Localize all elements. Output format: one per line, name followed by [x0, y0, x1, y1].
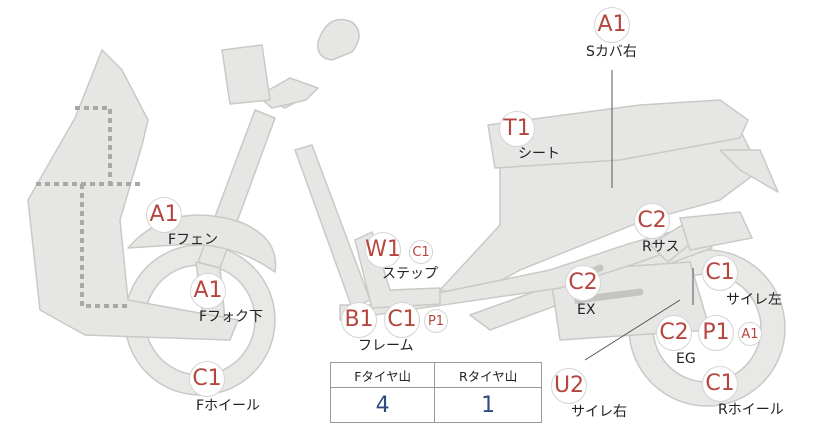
step-label: ステップ — [382, 266, 438, 282]
muffler-left-label: サイレ左 — [726, 292, 782, 308]
seat-label: シート — [518, 146, 560, 162]
rear-tire-header: Rタイヤ山 — [434, 362, 542, 388]
engine-c-badge: C2 — [656, 315, 692, 351]
engine-label: EG — [676, 351, 696, 367]
frame-label: フレーム — [358, 338, 414, 354]
seat-badge: T1 — [499, 111, 535, 147]
r-suspension-label: Rサス — [642, 239, 680, 255]
f-fender-badge: A1 — [146, 197, 182, 233]
f-fork-lower-label: Fフォク下 — [199, 309, 264, 325]
step-badge: W1 — [365, 232, 401, 268]
headlight-shape — [221, 44, 271, 105]
front-tire-value: 4 — [329, 387, 436, 423]
muffler-right-badge: U2 — [551, 368, 587, 404]
r-suspension-badge: C2 — [634, 203, 670, 239]
tire-tread-table: Fタイヤ山 Rタイヤ山 4 1 — [329, 362, 542, 423]
step-sub-badge: C1 — [409, 240, 433, 264]
exhaust-label: EX — [577, 302, 596, 318]
exhaust-badge: C2 — [565, 265, 601, 301]
muffler-left-badge: C1 — [702, 255, 738, 291]
engine-p-badge: P1 — [698, 315, 734, 351]
r-wheel-badge: C1 — [702, 366, 738, 402]
front-tire-header: Fタイヤ山 — [329, 362, 436, 388]
f-wheel-label: Fホイール — [196, 398, 261, 414]
seat-shape — [487, 99, 749, 169]
engine-sub-badge: A1 — [738, 322, 762, 346]
s-cover-right-badge: A1 — [594, 7, 630, 43]
frame-c-badge: C1 — [384, 302, 420, 338]
mirror-shape — [317, 18, 360, 61]
r-wheel-label: Rホイール — [718, 402, 784, 418]
f-wheel-badge: C1 — [189, 361, 225, 397]
frame-sub-badge: P1 — [424, 309, 448, 333]
f-fender-label: Fフェン — [168, 232, 219, 248]
muffler-right-label: サイレ右 — [571, 404, 627, 420]
rear-tire-value: 1 — [434, 387, 542, 423]
f-fork-lower-badge: A1 — [190, 273, 226, 309]
frame-b-badge: B1 — [341, 302, 377, 338]
s-cover-right-label: Sカバ右 — [586, 44, 637, 60]
